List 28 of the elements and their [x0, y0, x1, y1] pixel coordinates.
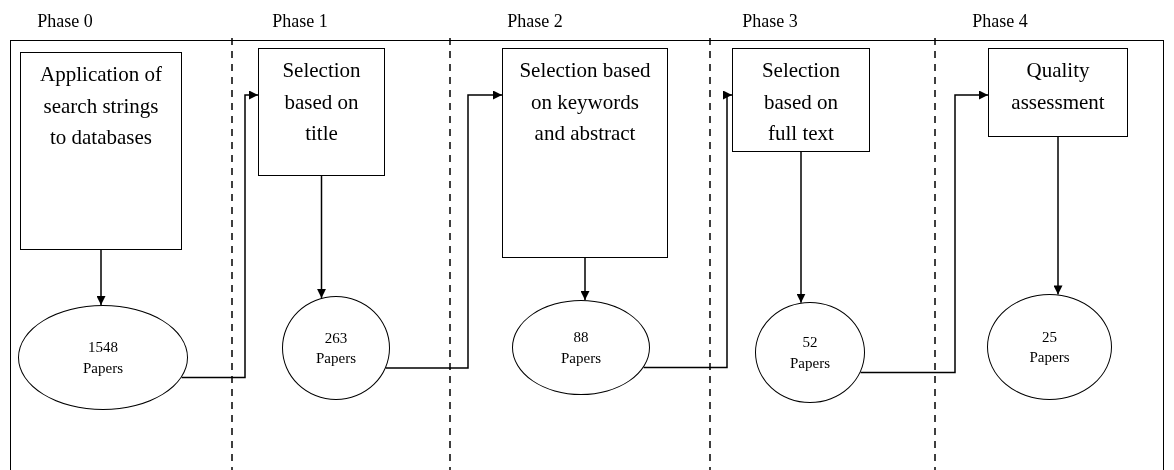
paper-count: 52 Papers [789, 333, 831, 373]
paper-count: 25 Papers [1028, 327, 1071, 367]
paper-count: 263 Papers [315, 328, 357, 368]
process-box [732, 48, 870, 152]
step-text: Selection based on title [281, 57, 362, 147]
arrow [96, 249, 106, 306]
step-text: Application of search strings to databases [39, 61, 163, 151]
paper-count: 88 Papers [560, 328, 602, 368]
arrow [1053, 136, 1063, 296]
phase-label: Phase 0 [37, 10, 93, 33]
process-box [20, 52, 182, 250]
process-box [502, 48, 668, 258]
phase-label: Phase 2 [507, 10, 563, 33]
step-text: Selection based on keywords and abstract [518, 57, 652, 147]
process-box [988, 48, 1128, 137]
arrow [385, 90, 503, 369]
step-text: Quality assessment [1010, 57, 1106, 116]
arrow [180, 90, 259, 379]
arrow [317, 175, 326, 299]
paper-count: 1548 Papers [82, 338, 124, 378]
process-box [258, 48, 385, 176]
arrow [859, 90, 989, 374]
arrow [796, 151, 806, 304]
phase-label: Phase 3 [742, 10, 798, 33]
phase-label: Phase 4 [972, 10, 1028, 33]
step-text: Selection based on full text [760, 57, 842, 147]
phase-label: Phase 1 [272, 10, 328, 33]
arrow [580, 257, 590, 301]
